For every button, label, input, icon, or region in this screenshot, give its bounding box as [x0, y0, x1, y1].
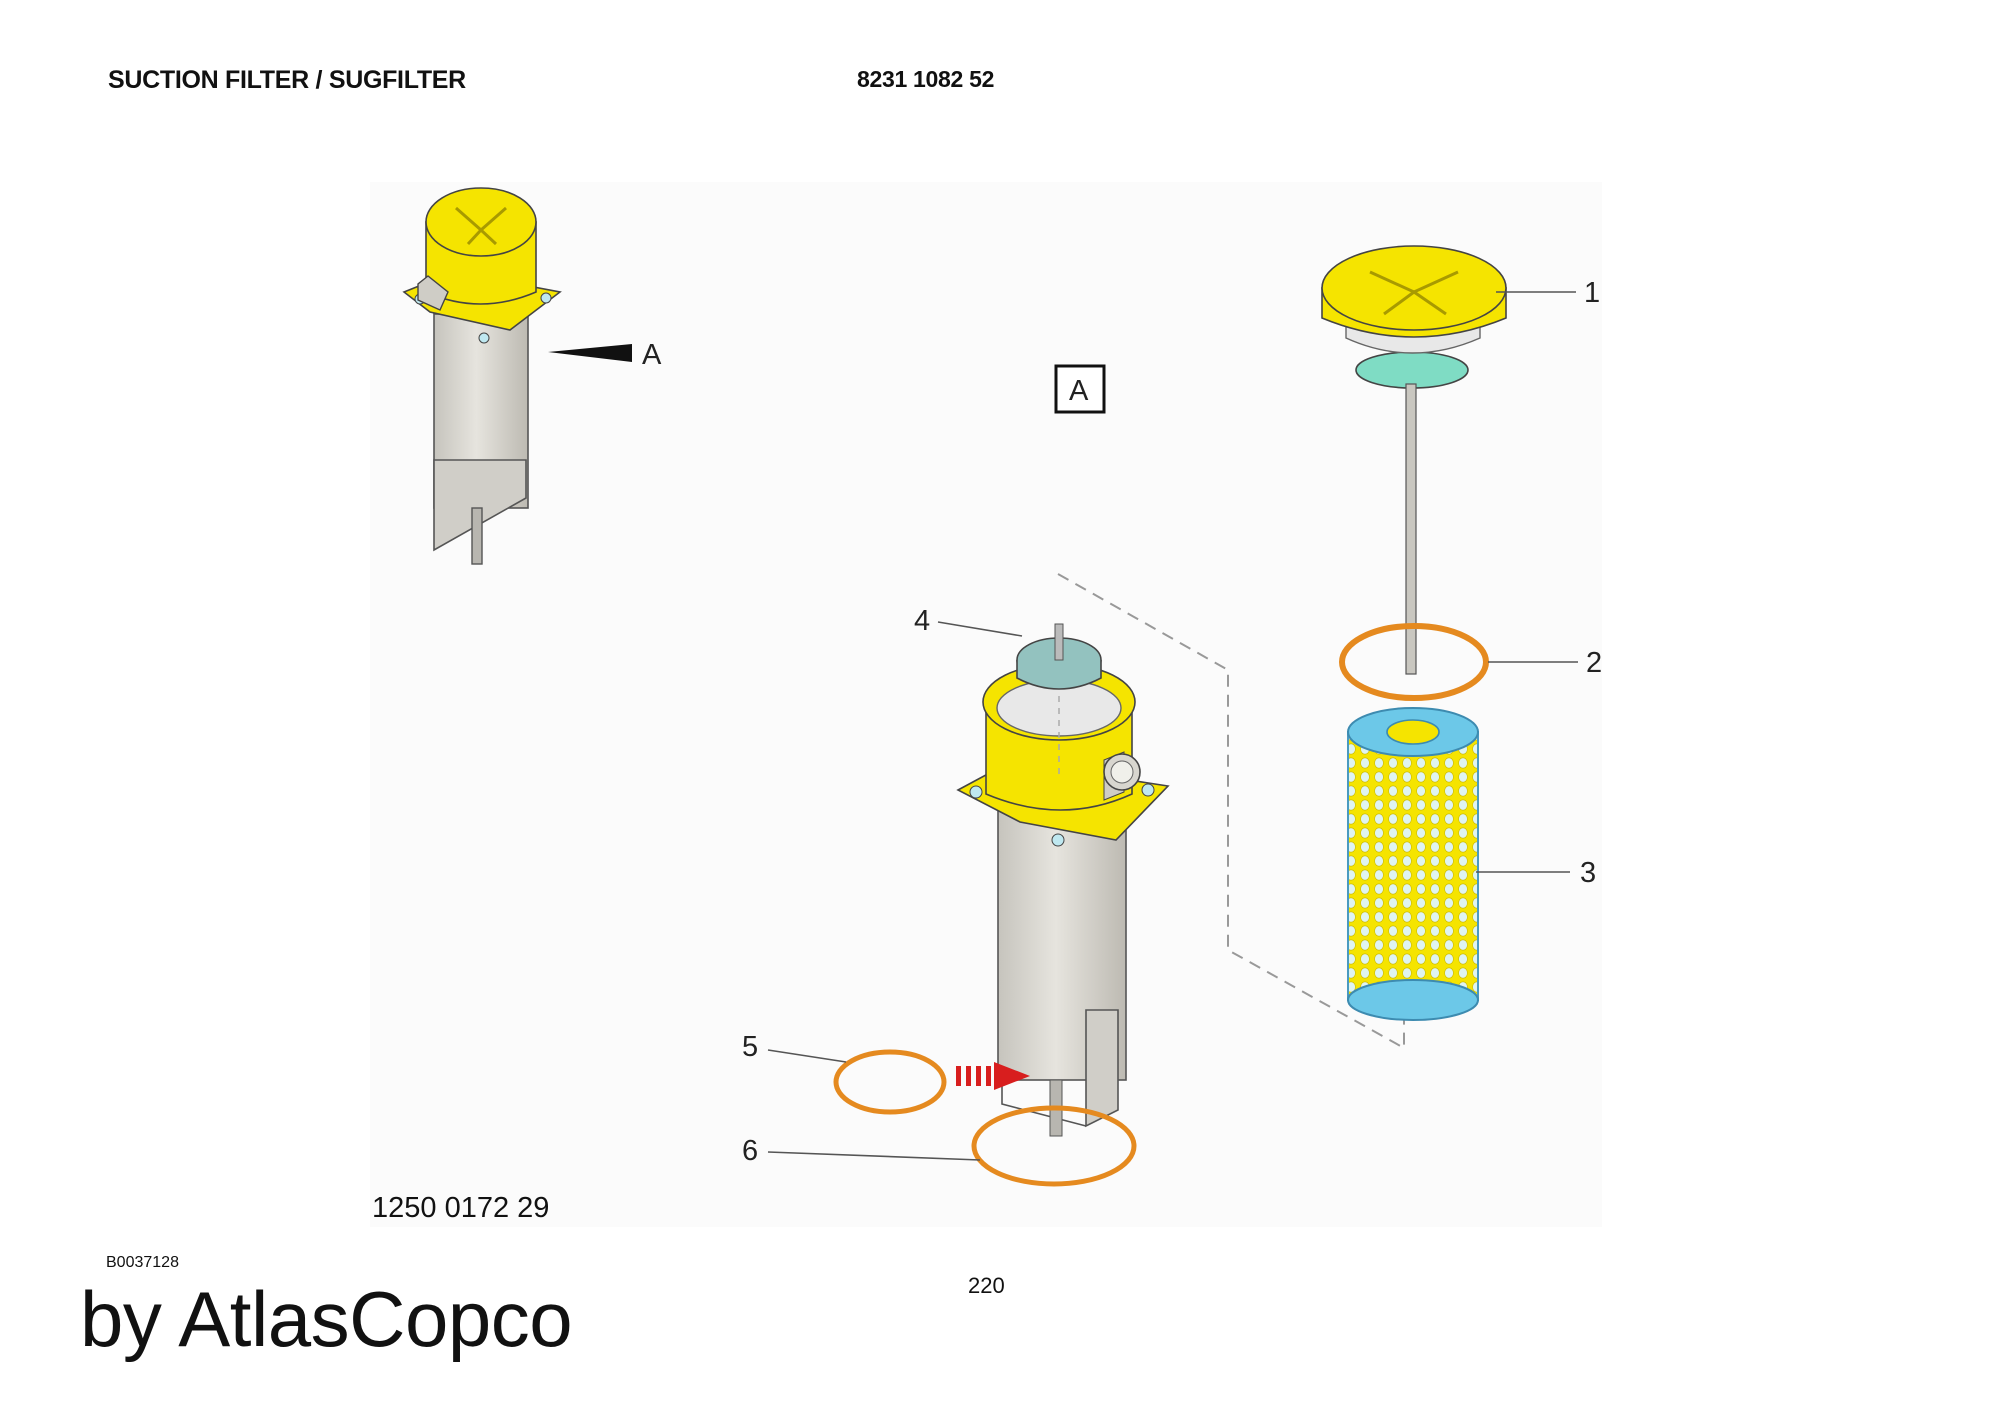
- leader-lines: [767, 291, 1578, 1161]
- callout-1: 1: [1584, 277, 1600, 309]
- callout-6: 6: [742, 1135, 758, 1167]
- part-6-oring: [971, 1105, 1137, 1187]
- image-code: B0037128: [106, 1254, 179, 1271]
- part-4-valve: [1016, 623, 1102, 780]
- overview-label-a: A: [642, 339, 662, 371]
- part-5-oring: [833, 1049, 947, 1115]
- view-marker-label: A: [1069, 375, 1089, 407]
- page-number: 220: [968, 1273, 1005, 1298]
- callout-4: 4: [914, 605, 930, 637]
- view-marker-box: [1054, 364, 1106, 414]
- page-title: SUCTION FILTER / SUGFILTER: [108, 66, 466, 94]
- document-number: 8231 1082 52: [857, 66, 995, 92]
- filter-housing: [956, 663, 1170, 1137]
- part-2-oring: [1339, 623, 1489, 701]
- dashed-assembly-guide: [1057, 573, 1405, 1050]
- part-3-filter-element: [1347, 707, 1479, 1021]
- callout-2: 2: [1586, 647, 1602, 679]
- part-number: 1250 0172 29: [372, 1192, 550, 1224]
- callout-5: 5: [742, 1031, 758, 1063]
- overview-assembly: A: [402, 187, 662, 565]
- brand-watermark: by AtlasCopco: [80, 1275, 573, 1363]
- red-insertion-arrow: [956, 1062, 1030, 1090]
- callout-3: 3: [1580, 857, 1596, 889]
- part-1-cover: [1321, 245, 1507, 675]
